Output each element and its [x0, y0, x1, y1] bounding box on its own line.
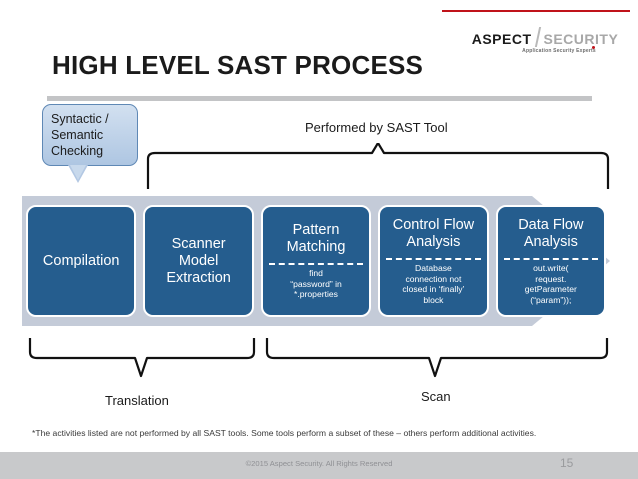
stage-example-line: connection not	[405, 273, 462, 284]
stage-example-line: find	[309, 268, 323, 279]
stage-box-data-flow-analysis[interactable]: Data Flow Analysis out.write( request. g…	[495, 205, 607, 317]
logo-tagline: Application Security Experts	[522, 48, 596, 54]
footer-copyright: ©2015 Aspect Security. All Rights Reserv…	[245, 459, 393, 468]
callout-line-1: Syntactic /	[51, 112, 109, 126]
stage-example-line: request.	[535, 273, 567, 284]
logo-security-text: SECURITY	[543, 31, 619, 47]
stage-title-line: Analysis	[523, 234, 578, 250]
stage-divider	[503, 258, 599, 260]
stage-example-line: out.write(	[533, 263, 569, 273]
stage-title-line: Compilation	[42, 252, 120, 269]
stage-example: find “password” in *.properties	[288, 268, 344, 300]
stage-box-pattern-matching[interactable]: Pattern Matching find “password” in *.pr…	[260, 205, 372, 317]
page-title: HIGH LEVEL SAST PROCESS	[52, 50, 424, 80]
stage-title: Control Flow Analysis	[393, 217, 474, 254]
logo-red-dot-icon	[592, 46, 595, 49]
stage-title-line: Scanner	[171, 235, 226, 252]
stage-title-line: Control Flow	[392, 217, 475, 233]
top-bracket-icon	[146, 141, 610, 191]
stage-example-line: block	[423, 294, 444, 305]
stage-example: out.write( request. getParameter (“param…	[523, 263, 579, 305]
callout-line-2: Semantic	[51, 128, 104, 142]
stage-title-line: Analysis	[406, 234, 461, 250]
performed-by-label: Performed by SAST Tool	[305, 120, 448, 135]
logo-top-rule	[442, 10, 630, 12]
footer-page-number: 15	[560, 456, 574, 470]
stage-title-line: Data Flow	[518, 217, 584, 233]
stage-box-control-flow-analysis[interactable]: Control Flow Analysis Database connectio…	[378, 205, 489, 317]
title-underline-rule	[47, 96, 592, 101]
logo-aspect-text: ASPECT	[471, 31, 532, 47]
stage-example-line: (“param”));	[530, 294, 572, 305]
stage-title: Data Flow Analysis	[518, 217, 583, 254]
stage-title-line: Model	[178, 252, 219, 269]
scan-bracket-icon	[265, 336, 609, 382]
logo-slash-icon	[534, 27, 541, 47]
aspect-security-logo: ASPECT SECURITY Application Security Exp…	[460, 24, 630, 54]
stage-title-line: Matching	[286, 239, 346, 256]
stage-title-line: Extraction	[166, 269, 231, 286]
callout-tail-icon	[68, 165, 88, 183]
footer-bar	[0, 452, 638, 479]
scan-label: Scan	[421, 389, 451, 404]
stage-box-scanner-model-extraction[interactable]: Scanner Model Extraction	[143, 205, 254, 317]
stage-example-line: getParameter	[524, 284, 577, 294]
stage-example-line: *.properties	[294, 289, 338, 300]
stage-divider	[386, 258, 481, 260]
translation-bracket-icon	[28, 336, 256, 382]
logo-wordmark: ASPECT SECURITY	[460, 24, 630, 47]
stage-box-compilation[interactable]: Compilation	[26, 205, 137, 317]
stage-example-line: Database	[415, 263, 452, 273]
stage-example-line: “password” in	[290, 278, 342, 289]
footnote-text: *The activities listed are not performed…	[32, 428, 537, 438]
stage-example-line: closed in ‘finally’	[402, 284, 465, 294]
syntactic-semantic-callout: Syntactic / Semantic Checking	[42, 104, 138, 166]
callout-line-3: Checking	[51, 144, 104, 158]
process-stage-row: Compilation Scanner Model Extraction Pat…	[26, 205, 607, 317]
stage-title: Compilation	[43, 253, 120, 270]
stage-title-line: Pattern	[292, 222, 340, 239]
translation-label: Translation	[105, 393, 169, 408]
stage-title: Scanner Model Extraction	[166, 236, 230, 287]
stage-divider	[268, 263, 364, 266]
stage-example: Database connection not closed in ‘final…	[400, 263, 466, 305]
stage-title: Pattern Matching	[287, 222, 346, 259]
